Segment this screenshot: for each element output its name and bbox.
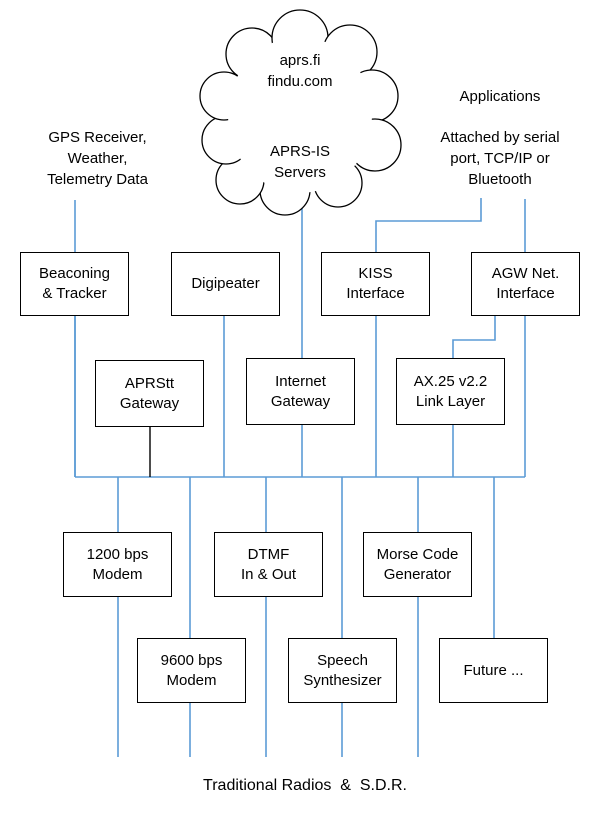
gps-label-line1: GPS Receiver, bbox=[48, 129, 147, 146]
modem-1200-box: 1200 bps Modem bbox=[63, 532, 172, 597]
speech-synthesizer-box: Speech Synthesizer bbox=[288, 638, 397, 703]
box-line: Link Layer bbox=[415, 392, 486, 410]
future-box: Future ... bbox=[439, 638, 548, 703]
cloud-label-servers: APRS-IS Servers bbox=[235, 141, 365, 183]
morse-code-box: Morse Code Generator bbox=[363, 532, 472, 597]
box-line: Interface bbox=[346, 285, 405, 302]
gps-label-line2: Weather, bbox=[67, 150, 128, 167]
digipeater-box: Digipeater bbox=[171, 252, 280, 316]
box-line: Digipeater bbox=[191, 275, 260, 292]
box-line: AX.25 v2.2 bbox=[413, 372, 488, 390]
gps-label: GPS Receiver, Weather, Telemetry Data bbox=[15, 127, 180, 190]
box-line: Modem bbox=[92, 565, 143, 583]
connector-app-kiss bbox=[375, 198, 482, 253]
box-line: Future ... bbox=[463, 661, 524, 679]
cloud-line-servers: Servers bbox=[274, 164, 326, 181]
cloud-line-aprsfi: aprs.fi bbox=[279, 52, 321, 69]
applications-desc-line3: Bluetooth bbox=[468, 171, 532, 188]
applications-title: Applications bbox=[459, 88, 541, 105]
box-line: Synthesizer bbox=[303, 671, 382, 689]
aprstt-gateway-box: APRStt Gateway bbox=[95, 360, 204, 427]
connector-agw-ax25 bbox=[452, 316, 496, 360]
box-line: Gateway bbox=[119, 394, 180, 412]
box-line: Interface bbox=[496, 285, 555, 302]
cloud-line-findu: findu.com bbox=[267, 73, 333, 90]
box-line: Internet bbox=[275, 372, 326, 390]
box-line: Morse Code bbox=[376, 545, 459, 563]
box-line: Beaconing bbox=[39, 265, 110, 282]
connector-lines bbox=[74, 196, 526, 757]
box-line: 9600 bps bbox=[160, 651, 223, 669]
box-line: & Tracker bbox=[42, 285, 107, 302]
dtmf-box: DTMF In & Out bbox=[214, 532, 323, 597]
applications-desc-line2: port, TCP/IP or bbox=[450, 150, 550, 167]
gps-label-line3: Telemetry Data bbox=[47, 171, 148, 188]
ax25-link-layer-box: AX.25 v2.2 Link Layer bbox=[396, 358, 505, 425]
box-line: Speech bbox=[317, 651, 368, 669]
cloud-line-aprs-is: APRS-IS bbox=[269, 143, 330, 160]
box-line: AGW Net. bbox=[491, 265, 560, 282]
internet-gateway-box: Internet Gateway bbox=[246, 358, 355, 425]
box-line: KISS bbox=[358, 265, 393, 282]
box-line: Modem bbox=[166, 671, 217, 689]
box-line: Generator bbox=[383, 565, 452, 583]
box-line: 1200 bps bbox=[86, 545, 149, 563]
box-line: APRStt bbox=[124, 374, 175, 392]
applications-desc: Attached by serial port, TCP/IP or Bluet… bbox=[412, 127, 588, 190]
box-line: DTMF bbox=[247, 545, 290, 563]
modem-9600-box: 9600 bps Modem bbox=[137, 638, 246, 703]
box-line: In & Out bbox=[240, 565, 297, 583]
bottom-label: Traditional Radios & S.D.R. bbox=[203, 777, 407, 794]
cloud-label-top: aprs.fi findu.com bbox=[235, 50, 365, 92]
applications-desc-line1: Attached by serial bbox=[440, 129, 560, 146]
box-line: Gateway bbox=[270, 392, 331, 410]
kiss-interface-box: KISS Interface bbox=[321, 252, 430, 316]
beaconing-tracker-box: Beaconing & Tracker bbox=[20, 252, 129, 316]
agw-interface-box: AGW Net. Interface bbox=[471, 252, 580, 316]
